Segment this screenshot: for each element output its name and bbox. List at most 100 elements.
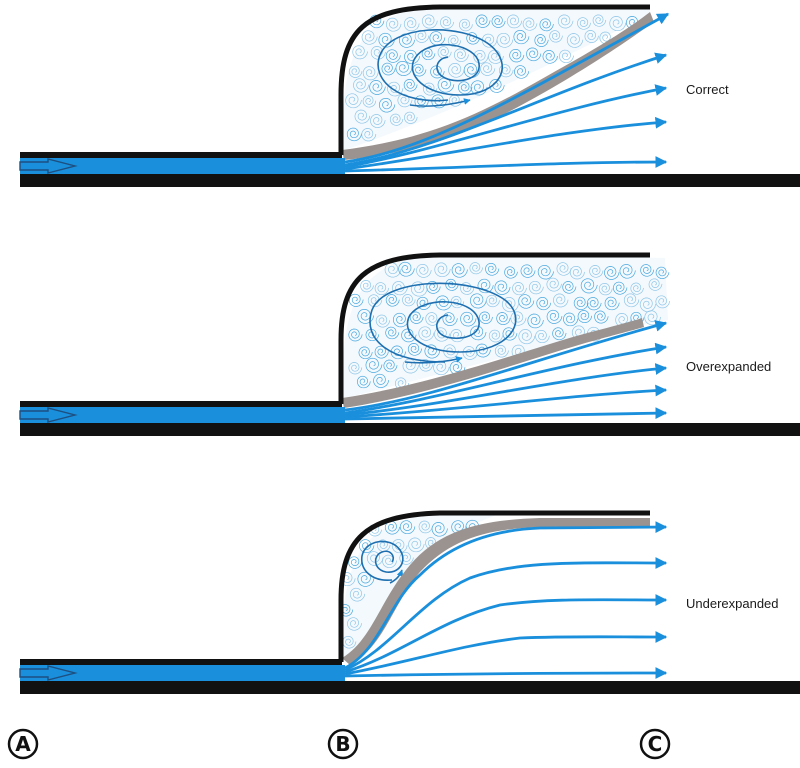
eddy-swirl — [449, 360, 466, 376]
eddy-swirl — [445, 278, 459, 291]
eddy-swirl — [392, 312, 410, 328]
eddy-swirl — [342, 635, 357, 649]
inlet-arrow — [19, 158, 78, 174]
eddy-swirl — [391, 539, 408, 554]
eddy-swirl — [604, 296, 620, 311]
small-eddies — [345, 14, 641, 142]
eddy-swirl — [385, 294, 400, 307]
boundary-layer — [342, 318, 644, 408]
inlet-upper-wall — [20, 659, 342, 665]
eddy-swirl — [479, 311, 493, 324]
eddy-swirl — [496, 32, 514, 48]
eddy-swirl — [489, 79, 505, 93]
flow-arrows — [344, 12, 670, 173]
eddy-swirl — [404, 111, 418, 124]
eddy-swirl — [383, 359, 398, 373]
eddy-swirl — [528, 280, 544, 295]
eddy-swirl — [592, 14, 607, 27]
eddy-swirl — [513, 29, 530, 45]
eddy-swirl — [485, 263, 500, 276]
eddy-swirl — [520, 264, 536, 278]
eddy-swirl — [362, 66, 379, 81]
eddy-swirl — [463, 63, 481, 78]
eddy-swirl — [376, 539, 391, 552]
eddy-swirl — [518, 329, 536, 345]
panel-correct: Correct — [19, 4, 800, 187]
eddy-swirl — [623, 293, 640, 308]
eddy-swirl — [437, 77, 455, 93]
eddy-swirl — [537, 264, 554, 280]
eddy-swirl — [549, 30, 563, 43]
eddy-swirl — [512, 282, 527, 296]
eddy-swirl — [453, 48, 469, 62]
eddy-swirl — [535, 329, 550, 344]
eddy-swirl — [399, 520, 416, 535]
eddy-region — [342, 513, 500, 658]
eddy-swirl — [619, 264, 636, 279]
flow-arrow — [344, 320, 668, 412]
inlet-arrow — [19, 407, 78, 423]
eddy-swirl — [385, 49, 401, 63]
eddy-swirl — [599, 31, 614, 45]
eddy-swirl — [357, 571, 375, 587]
eddy-swirl — [609, 16, 627, 32]
eddy-swirl — [510, 311, 527, 326]
eddy-swirl — [496, 312, 511, 325]
flow-arrow — [344, 407, 668, 421]
flow-arrow — [344, 116, 668, 171]
eddy-swirl — [655, 295, 670, 309]
nozzle-wall — [338, 252, 650, 404]
eddy-swirl — [491, 15, 506, 28]
eddy-swirl — [539, 18, 554, 32]
flow-arrow — [344, 631, 668, 676]
eddy-swirl — [402, 294, 416, 307]
eddy-swirl — [481, 33, 498, 48]
nozzle-wall — [338, 510, 650, 662]
eddy-swirl — [403, 79, 418, 92]
eddy-swirl — [361, 128, 377, 142]
eddy-swirl — [563, 312, 579, 327]
flow-arrow — [344, 52, 668, 167]
eddy-swirl — [573, 296, 589, 311]
eddy-region — [342, 6, 650, 152]
eddy-swirl — [429, 31, 446, 46]
eddy-swirl — [475, 343, 491, 358]
eddy-swirl — [440, 16, 455, 29]
eddy-swirl — [558, 49, 574, 64]
eddy-swirl — [347, 617, 362, 631]
marker-circle — [7, 728, 39, 760]
eddy-swirl — [375, 314, 391, 328]
eddy-swirl — [451, 263, 468, 278]
nozzle-wall — [338, 4, 650, 155]
flow-arrows — [344, 521, 668, 679]
eddy-swirl — [357, 308, 375, 324]
marker-label: A — [15, 732, 31, 756]
eddy-swirl — [395, 60, 413, 76]
eddy-swirl — [509, 48, 525, 63]
eddy-swirl — [598, 282, 613, 296]
eddy-swirl — [348, 293, 364, 307]
flow-arrow — [344, 363, 668, 417]
marker-circle — [327, 728, 359, 760]
flow-arrow — [344, 384, 668, 419]
boundary-layer — [342, 12, 654, 160]
eddy-swirl — [552, 327, 567, 341]
eddy-swirl — [398, 33, 415, 48]
bottom-wall — [20, 681, 800, 694]
flow-arrow — [344, 156, 668, 173]
eddy-swirl — [370, 114, 386, 128]
eddy-swirl — [360, 280, 374, 293]
eddy-swirl — [373, 373, 390, 388]
eddy-swirl — [477, 278, 494, 294]
eddy-swirl — [390, 345, 406, 360]
eddy-swirl — [501, 297, 519, 313]
vortex-arrow — [404, 356, 463, 364]
eddy-swirl — [470, 325, 487, 341]
eddy-swirl — [408, 537, 425, 553]
eddy-swirl — [527, 313, 544, 329]
eddy-swirl — [504, 266, 518, 279]
eddy-swirl — [397, 93, 413, 108]
panel-label: Overexpanded — [686, 359, 771, 374]
flow-arrow — [344, 342, 668, 415]
